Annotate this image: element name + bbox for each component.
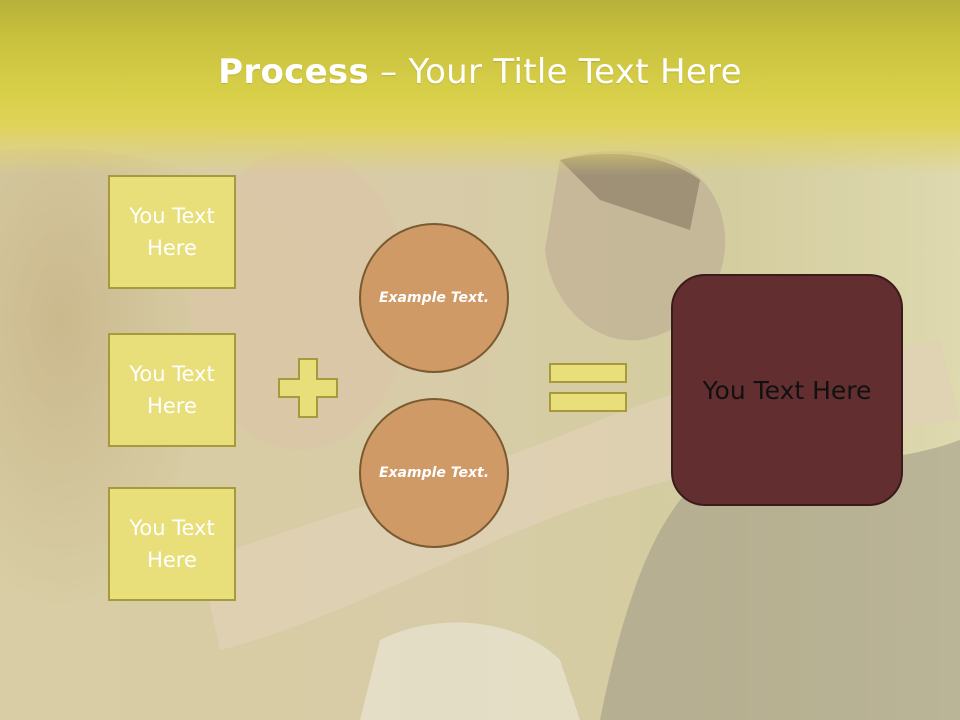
- circle-label: Example Text.: [378, 464, 490, 481]
- text-box-1[interactable]: You Text Here: [108, 175, 236, 289]
- result-label: You Text Here: [702, 375, 872, 405]
- text-box-2[interactable]: You Text Here: [108, 333, 236, 447]
- title-bold: Process: [218, 52, 370, 92]
- plus-icon: [278, 358, 338, 418]
- slide-title: Process – Your Title Text Here: [0, 52, 960, 92]
- title-band: [0, 0, 960, 175]
- equals-icon-bottom-bar: [549, 392, 627, 412]
- text-box-3[interactable]: You Text Here: [108, 487, 236, 601]
- circle-label: Example Text.: [378, 289, 490, 306]
- result-box[interactable]: You Text Here: [671, 274, 903, 506]
- equals-icon-top-bar: [549, 363, 627, 383]
- text-box-label: You Text Here: [129, 516, 215, 572]
- example-circle-2[interactable]: Example Text.: [359, 398, 509, 548]
- text-box-label: You Text Here: [129, 204, 215, 260]
- example-circle-1[interactable]: Example Text.: [359, 223, 509, 373]
- title-rest: – Your Title Text Here: [369, 52, 742, 92]
- text-box-label: You Text Here: [129, 362, 215, 418]
